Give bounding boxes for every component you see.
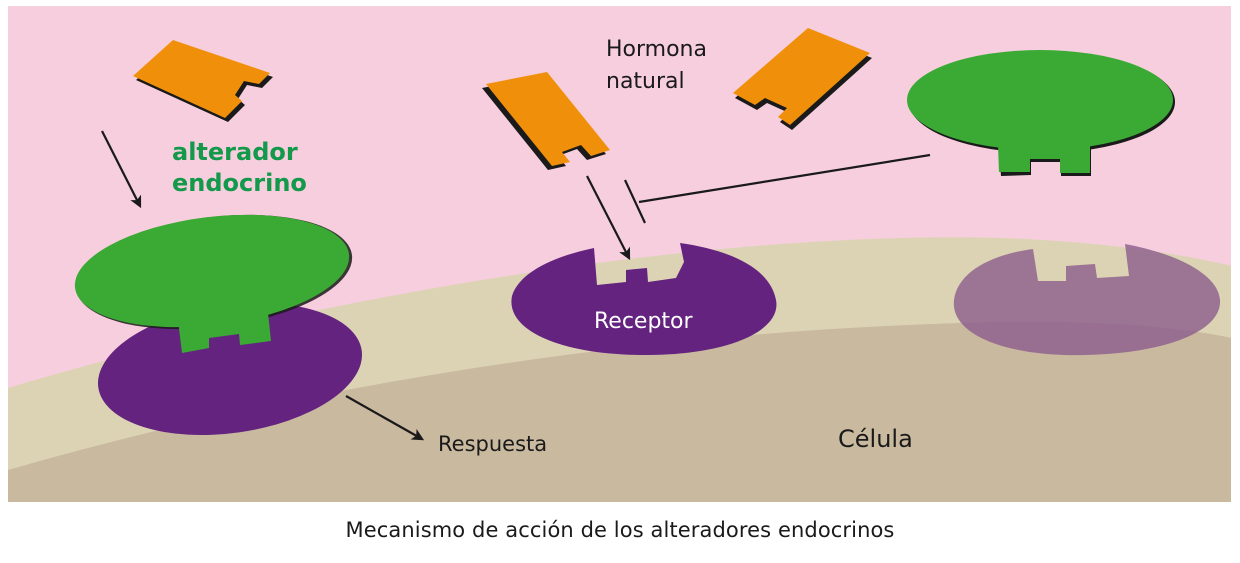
receptor-label: Receptor xyxy=(594,309,694,334)
receptor-free xyxy=(511,243,777,355)
endocrine-disruptor-label-line1: alterador xyxy=(172,138,298,166)
hormone-molecule-right xyxy=(733,28,872,130)
endocrine-disruptor-label-line2: endocrino xyxy=(172,169,307,197)
figure-caption: Mecanismo de acción de los alteradores e… xyxy=(345,518,895,542)
cell-cytoplasm xyxy=(8,321,1231,502)
hormone-molecule-center xyxy=(482,72,610,170)
receptor-bound xyxy=(97,302,363,436)
binding-arrow-center xyxy=(586,175,631,261)
endocrine-disruptor-molecule-free xyxy=(907,50,1175,176)
binding-arrow-left xyxy=(101,130,142,209)
response-label: Respuesta xyxy=(438,432,547,456)
receptor-faded xyxy=(953,244,1221,356)
natural-hormone-label-line2: natural xyxy=(606,69,685,94)
endocrine-disruptor-molecule-bound xyxy=(74,214,353,353)
cell-label: Célula xyxy=(838,425,913,453)
hormone-molecule-left xyxy=(133,40,273,122)
natural-hormone-label-line1: Hormona xyxy=(606,37,707,62)
response-arrow xyxy=(345,395,425,441)
inhibition-indicator xyxy=(624,153,931,224)
